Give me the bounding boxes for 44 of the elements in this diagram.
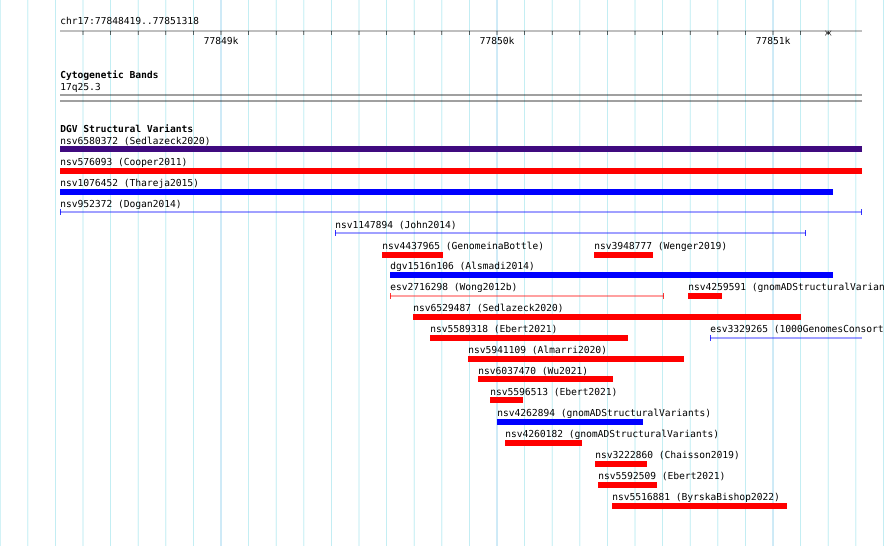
node-label: nsv576093 (Cooper2011) xyxy=(61,158,186,167)
variant-bar: nsv4260182 (gnomADStructuralVariants) xyxy=(505,430,718,446)
variant-bar: nsv576093 (Cooper2011) xyxy=(60,158,862,174)
node-label: nsv4259591 (gnomADStructuralVarian xyxy=(689,282,884,292)
node-label: nsv6580372 (Sedlazeck2020) xyxy=(61,136,208,146)
variant-bar: nsv5592509 (Ebert2021) xyxy=(598,472,724,488)
variant-line: nsv1147894 (John2014) xyxy=(335,220,806,236)
node-label: nsv3948777 (Wenger2019) xyxy=(595,242,726,252)
variant-bar: nsv4259591 (gnomADStructuralVarian xyxy=(688,282,884,299)
variant-bar: nsv4437965 (GenomeinaBottle) xyxy=(382,242,542,258)
variant-bar: nsv5941109 (Almarri2020) xyxy=(468,346,684,362)
node-label: nsv4262894 (gnomADStructuralVariants) xyxy=(498,408,710,418)
axis-title: chr17:77848419..77851318 xyxy=(61,16,198,24)
variant-bar: nsv6037470 (Wu2021) xyxy=(478,366,613,382)
variant-bar: nsv5596513 (Ebert2021) xyxy=(490,388,616,403)
node-label: nsv4437965 (GenomeinaBottle) xyxy=(383,242,542,250)
node-label: nsv6529487 (Sedlazeck2020) xyxy=(414,304,562,312)
variant-bar: nsv3222860 (Chaisson2019) xyxy=(595,450,738,467)
variant-bar: nsv5589318 (Ebert2021) xyxy=(430,324,628,341)
variant-line: nsv952372 (Dogan2014) xyxy=(60,200,862,216)
variant-bar: nsv1076452 (Thareja2015) xyxy=(60,178,834,195)
node-label: nsv4260182 (gnomADStructuralVariants) xyxy=(506,430,718,440)
tick-label: 77851k xyxy=(756,36,790,44)
node-label: nsv5941109 (Almarri2020) xyxy=(469,346,605,354)
variant-bar: nsv3948777 (Wenger2019) xyxy=(594,242,726,258)
node-label: nsv1076452 (Thareja2015) xyxy=(61,178,197,188)
node-label: nsv5592509 (Ebert2021) xyxy=(599,472,724,480)
node-label: nsv5516881 (ByrskaBishop2022) xyxy=(613,492,778,502)
variant-line: esv3329265 (1000GenomesConsort xyxy=(710,324,883,342)
track-heading: DGV Structural Variants xyxy=(60,124,192,132)
variant-bar: nsv6529487 (Sedlazeck2020) xyxy=(413,304,802,320)
node-label: nsv3222860 (Chaisson2019) xyxy=(596,450,738,460)
tick-label: 77850k xyxy=(480,36,514,44)
variant-bar: dgv1516n106 (Alsmadi2014) xyxy=(390,262,834,278)
variant-bar: nsv6580372 (Sedlazeck2020) xyxy=(60,136,862,152)
variant-line: esv2716298 (Wong2012b) xyxy=(390,282,664,300)
node-label: dgv1516n106 (Alsmadi2014) xyxy=(390,262,533,272)
node-label: nsv5596513 (Ebert2021) xyxy=(491,388,616,396)
cytoband-bar: 17q25.3 xyxy=(60,82,862,102)
node-label: nsv6037470 (Wu2021) xyxy=(479,366,586,376)
tick-label: 77849k xyxy=(204,36,238,44)
variant-bar: nsv5516881 (ByrskaBishop2022) xyxy=(612,492,788,509)
node-label: nsv5589318 (Ebert2021) xyxy=(431,324,556,334)
variant-bar: nsv4262894 (gnomADStructuralVariants) xyxy=(497,408,710,425)
